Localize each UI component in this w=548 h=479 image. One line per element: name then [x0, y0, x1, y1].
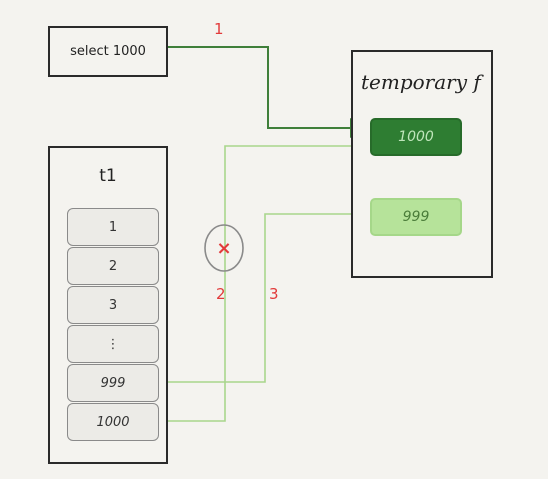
temporary-table-title: temporary f: [361, 70, 481, 94]
temp-cell-999: 999: [370, 198, 462, 236]
arrow-step-1: [168, 46, 370, 138]
t1-row: 1: [67, 208, 159, 246]
t1-row: 999: [67, 364, 159, 402]
step-label-2: 2: [216, 285, 226, 303]
select-query-label: select 1000: [70, 44, 146, 59]
t1-row-ellipsis: ⋮: [67, 325, 159, 363]
t1-row: 2: [67, 247, 159, 285]
t1-table-title: t1: [99, 166, 117, 186]
select-query-box: select 1000: [48, 26, 168, 77]
reject-circle: [204, 224, 244, 272]
temp-cell-1000: 1000: [370, 118, 462, 156]
step-label-1: 1: [214, 20, 224, 38]
t1-table-box: t1 1 2 3 ⋮ 999 1000: [48, 146, 168, 464]
step-label-3: 3: [269, 285, 279, 303]
arrow-step-2: [160, 138, 370, 422]
t1-row: 1000: [67, 403, 159, 441]
arrow-step-3: [160, 206, 370, 383]
t1-row: 3: [67, 286, 159, 324]
x-circle-icon: ×: [216, 238, 231, 259]
temporary-table-box: temporary f: [351, 50, 493, 278]
